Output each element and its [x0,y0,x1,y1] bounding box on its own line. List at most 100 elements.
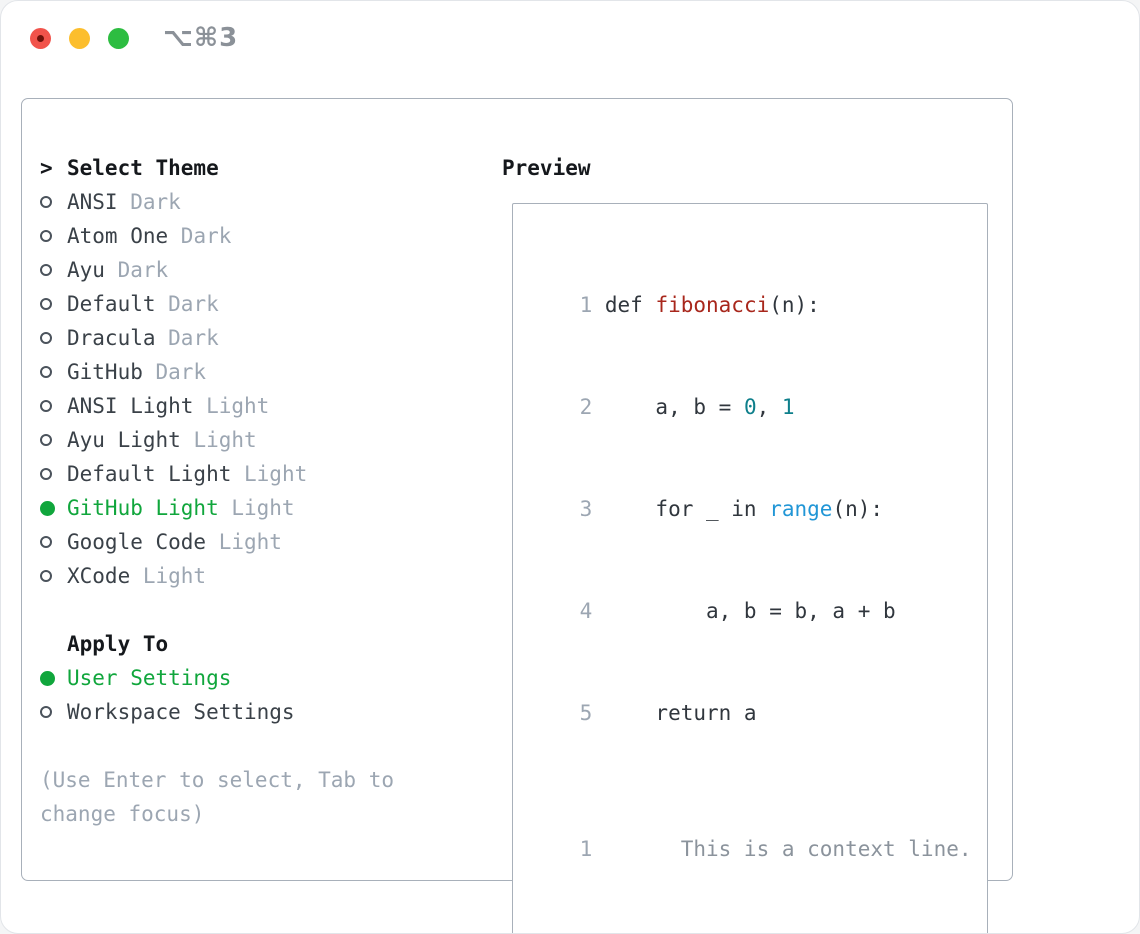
theme-option[interactable]: Google Code Light [40,525,502,559]
theme-name: Ayu [67,258,105,282]
radio-icon [40,264,52,276]
radio-icon [40,670,55,686]
theme-name: Default [67,292,156,316]
theme-picker-panel: > Select Theme ANSI Dark Atom One Dark A… [21,98,1014,933]
token-code: def [604,293,656,317]
line-number: 2 [579,395,593,419]
radio-wrap [40,536,67,548]
theme-name: Google Code [67,530,207,554]
theme-name: ANSI [67,190,118,214]
radio-icon [40,366,52,378]
apply-option-label: User Settings [67,666,232,690]
theme-name: GitHub Light [67,496,219,520]
theme-variant: Dark [104,258,169,282]
theme-option[interactable]: XCode Light [40,559,502,593]
close-dot-icon [37,35,44,42]
apply-option[interactable]: User Settings [40,661,502,695]
code-line: 2 a, b = 0, 1 [529,356,971,458]
theme-variant: Light [231,462,308,486]
radio-wrap [40,570,67,582]
theme-option[interactable]: Ayu Dark [40,253,502,287]
theme-option[interactable]: Dracula Dark [40,321,502,355]
radio-wrap [40,468,67,480]
diff-line: 2 - This line was deleted. [529,900,971,933]
theme-option[interactable]: GitHub Dark [40,355,502,389]
apply-to-list: User Settings Workspace Settings [40,661,502,729]
line-number: 5 [579,701,593,725]
line-number: 3 [579,497,593,521]
theme-variant: Dark [117,190,181,214]
apply-to-header: Apply To [40,627,502,661]
theme-name: GitHub [67,360,143,384]
radio-wrap [40,196,67,208]
theme-option[interactable]: GitHub Light Light [40,491,502,525]
radio-wrap [40,670,67,686]
token-builtin: range [769,497,833,521]
radio-wrap [40,366,67,378]
radio-wrap [40,298,67,310]
theme-option[interactable]: Default Light Light [40,457,502,491]
theme-variant: Light [206,530,282,554]
radio-icon [40,332,52,344]
theme-name: Dracula [67,326,156,350]
theme-name: Atom One [67,224,169,248]
token-code: (n): [832,497,884,521]
token-code: , [756,395,782,419]
line-text: def fibonacci(n): [605,293,820,317]
theme-variant: Dark [142,360,207,384]
radio-icon [40,196,52,208]
preview-column: Preview 1 def fibonacci(n): 2 a, b = 0, 1… [502,99,1014,933]
line-text: a, b = 0, 1 [604,395,794,419]
theme-variant: Light [130,564,207,588]
diff-block: 1 This is a context line. 2 - This line … [529,798,972,933]
radio-wrap [40,400,67,412]
theme-variant: Light [218,496,295,520]
theme-option[interactable]: Atom One Dark [40,219,502,253]
preview-title: Preview [502,156,591,180]
radio-wrap [40,230,67,242]
token-code: a, b = [604,395,744,419]
select-theme-header: > Select Theme [40,151,502,185]
minimize-button[interactable] [69,28,90,49]
theme-option[interactable]: Default Dark [40,287,502,321]
maximize-button[interactable] [108,28,129,49]
radio-wrap [40,264,67,276]
token-context: This is a context line. [604,837,972,861]
radio-icon [40,400,52,412]
line-text: return a [605,701,756,725]
theme-option[interactable]: ANSI Light Light [40,389,502,423]
theme-variant: Dark [155,292,219,316]
line-number: 1 [579,293,593,317]
radio-icon [40,298,52,310]
theme-variant: Dark [168,224,232,248]
titlebar: ⌥⌘3 [1,1,1139,98]
code-block: 1 def fibonacci(n): 2 a, b = 0, 1 3 for _… [529,254,971,764]
theme-option[interactable]: ANSI Dark [40,185,502,219]
radio-icon [40,570,52,582]
token-code: a, b = b, a + b [604,599,896,623]
select-theme-title: Select Theme [67,156,219,180]
line-number: 4 [579,599,593,623]
line-text: a, b = b, a + b [605,599,896,623]
blank-line [529,764,971,798]
token-code: for _ in [604,497,770,521]
close-button[interactable] [30,28,51,49]
theme-column: > Select Theme ANSI Dark Atom One Dark A… [22,99,502,880]
radio-icon [40,536,52,548]
code-line: 5 return a [529,662,971,764]
apply-option[interactable]: Workspace Settings [40,695,502,729]
apply-option-label: Workspace Settings [67,700,295,724]
line-text: This is a context line. [605,837,972,861]
radio-icon [40,706,52,718]
theme-option[interactable]: Ayu Light Light [40,423,502,457]
prompt-icon: > [40,156,53,180]
token-number: 0 [743,395,757,419]
token-code: (n): [769,293,820,317]
help-text: (Use Enter to select, Tab to change focu… [40,768,395,826]
radio-wrap [40,434,67,446]
theme-name: Ayu Light [67,428,181,452]
apply-to-title: Apply To [67,632,169,656]
code-line: 1 def fibonacci(n): [529,254,971,356]
theme-variant: Light [193,394,270,418]
